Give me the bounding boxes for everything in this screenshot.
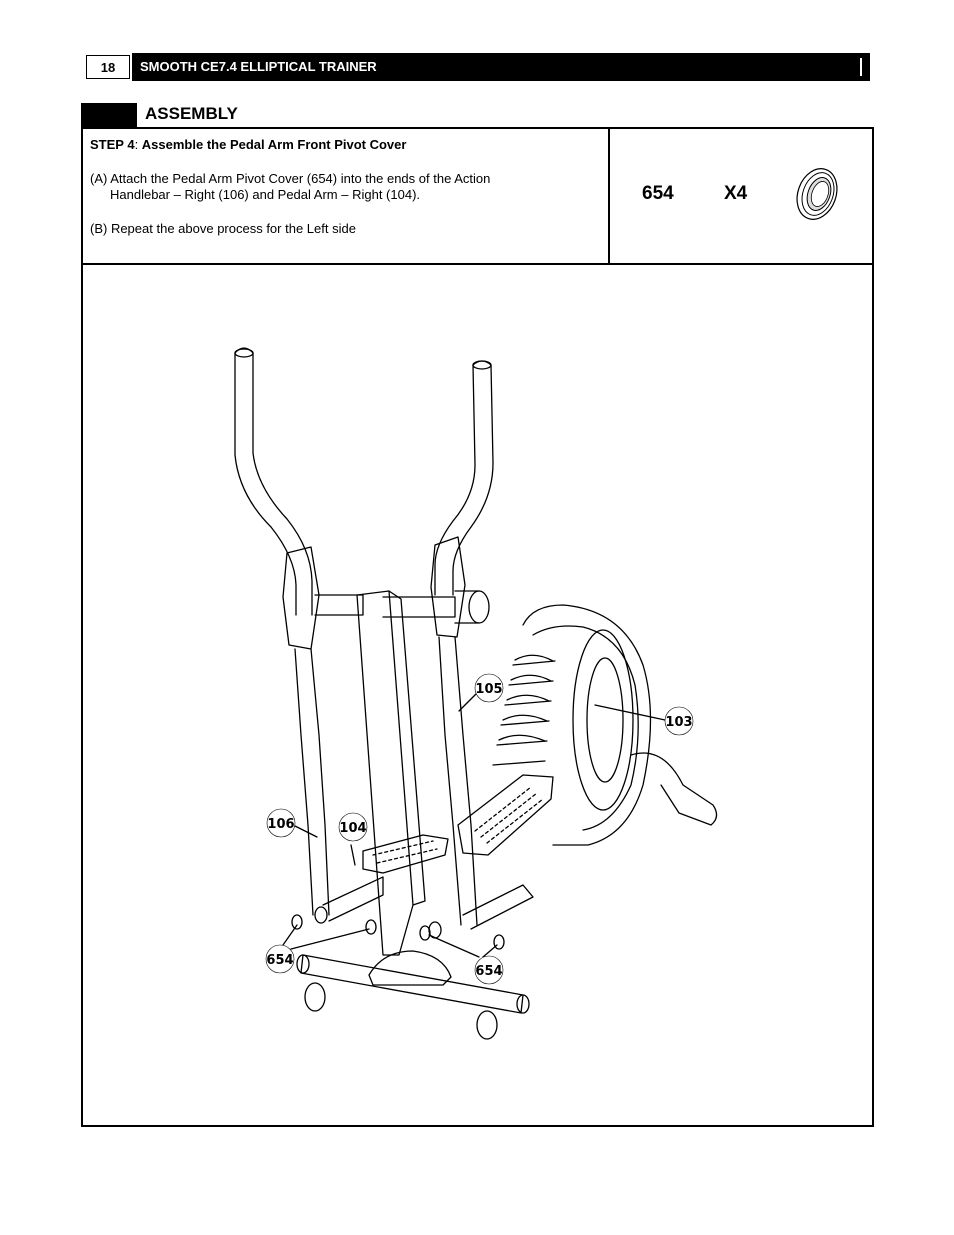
part-quantity: X4 (724, 183, 748, 204)
right-pedal-arm (462, 884, 534, 930)
pivot-cover-ring-icon (796, 168, 838, 220)
leader-105 (458, 690, 480, 712)
instruction-frame (81, 127, 874, 1127)
central-mast (356, 590, 414, 956)
instruction-a-line2: Handlebar – Right (106) and Pedal Arm – … (110, 187, 421, 202)
title-bar-divider (860, 58, 862, 76)
section-marker (81, 103, 137, 127)
callout-654-left: 654 (266, 953, 293, 968)
step-label: STEP 4 (90, 137, 135, 152)
document-title: SMOOTH CE7.4 ELLIPTICAL TRAINER (140, 59, 377, 74)
left-handlebar-upper (234, 352, 297, 616)
frame-row-divider (81, 263, 874, 265)
left-pedal (362, 834, 449, 874)
instruction-b: (B) Repeat the above process for the Lef… (90, 221, 356, 236)
step-heading: STEP 4: Assemble the Pedal Arm Front Piv… (90, 137, 600, 153)
instruction-a-line1: (A) Attach the Pedal Arm Pivot Cover (65… (90, 171, 491, 186)
right-pivot-plate (430, 536, 466, 638)
section-title: ASSEMBLY (145, 104, 238, 123)
front-base-dome (368, 950, 452, 986)
left-pivot-plate (282, 546, 320, 650)
leader-106 (292, 824, 318, 838)
callout-106: 106 (267, 817, 294, 832)
elliptical-assembly-diagram: 105 103 106 104 654 654 (234, 347, 718, 1040)
callout-105: 105 (475, 682, 502, 697)
part-number: 654 (642, 183, 674, 204)
wheel-right (476, 1010, 498, 1040)
leader-654-left (282, 924, 370, 950)
left-pedal-arm (322, 876, 384, 922)
right-pedal (457, 774, 554, 856)
step-separator: : (134, 137, 142, 152)
instruction-a: (A) Attach the Pedal Arm Pivot Cover (65… (90, 171, 600, 203)
leader-104 (350, 844, 356, 866)
wheel-left (304, 982, 326, 1012)
step-title: Assemble the Pedal Arm Front Pivot Cover (141, 137, 407, 152)
document-title-bar: SMOOTH CE7.4 ELLIPTICAL TRAINER (132, 53, 870, 80)
header-rule (132, 80, 870, 81)
leader-654-right (428, 934, 498, 958)
step-instructions: STEP 4: Assemble the Pedal Arm Front Piv… (90, 137, 600, 237)
pivot-cover-right-a (419, 925, 431, 941)
right-handlebar-upper (434, 364, 476, 596)
frame-column-divider (608, 127, 610, 264)
callout-654-right: 654 (475, 964, 502, 979)
callout-103: 103 (665, 715, 692, 730)
page-number: 18 (86, 55, 130, 79)
flywheel-housing (522, 604, 652, 846)
pivot-cover-left-a (291, 914, 303, 930)
leader-103 (594, 704, 666, 721)
callout-104: 104 (339, 821, 366, 836)
pivot-cover-right-b (493, 934, 505, 950)
pivot-cover-left-b (365, 919, 377, 935)
